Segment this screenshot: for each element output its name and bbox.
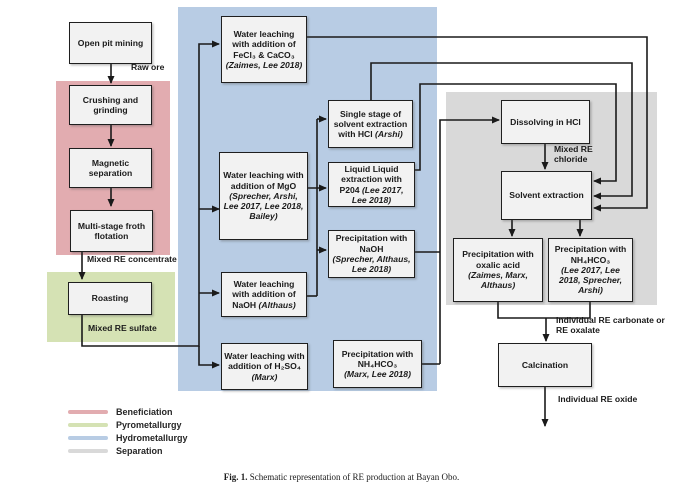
legend-swatch-hydrometallurgy (68, 435, 108, 440)
legend-swatch-beneficiation (68, 409, 108, 414)
node-label: Water leaching with addition of MgO (223, 170, 304, 191)
legend-swatch-pyrometallurgy (68, 422, 108, 427)
node-label: Magnetic separation (88, 157, 133, 178)
node-liquid-liquid-extraction: Liquid Liquid extraction with P204 (Lee … (328, 162, 415, 207)
line-precip-join-bracket (497, 302, 591, 319)
node-label: Liquid Liquid extraction with P204 (339, 163, 402, 195)
arrow-fecl3-to-solvent (307, 36, 648, 212)
node-label: Precipitation with NaOH (335, 233, 408, 254)
arrow-liquidliquid-to-solvent (415, 83, 617, 185)
legend: Beneficiation Pyrometallurgy Hydrometall… (68, 405, 188, 457)
figure-caption: Fig. 1. Schematic representation of RE p… (0, 472, 683, 482)
node-citation: (Marx) (251, 371, 278, 382)
node-label: Solvent extraction (509, 190, 584, 201)
node-precipitation-nh4hco3-marx: Precipitation with NH₄HCO₃ (Marx, Lee 20… (333, 340, 422, 388)
node-froth-flotation: Multi-stage froth flotation (70, 210, 153, 252)
node-water-leaching-mgo: Water leaching with addition of MgO (Spr… (219, 152, 308, 240)
edge-label-mixed-re-chloride: Mixed RE chloride (554, 144, 593, 164)
node-precipitation-oxalic: Precipitation with oxalic acid (Zaimes, … (453, 238, 543, 302)
node-label: Water leaching with addition of H₂SO₄ (224, 351, 305, 372)
node-label: Single stage of solvent extraction with … (333, 108, 408, 140)
node-citation: (Sprecher, Althaus, Lee 2018) (332, 254, 411, 275)
node-water-leaching-fecl3: Water leaching with addition of FeCl₃ & … (221, 16, 307, 83)
node-citation: (Lee 2017, Lee 2018) (351, 184, 404, 205)
node-citation: (Zaimes, Lee 2018) (225, 59, 303, 70)
edge-label-individual-re-oxide: Individual RE oxide (558, 394, 638, 404)
node-magnetic-separation: Magnetic separation (69, 148, 152, 188)
legend-item-pyrometallurgy: Pyrometallurgy (68, 418, 188, 431)
node-label: Calcination (521, 359, 569, 370)
figure-caption-text: Schematic representation of RE productio… (247, 472, 460, 482)
node-dissolving-hcl: Dissolving in HCl (501, 100, 590, 144)
node-label: Crushing and grinding (82, 94, 139, 115)
node-label: Water leaching with addition of FeCl₃ & … (232, 28, 296, 60)
edge-label-mixed-re-concentrate: Mixed RE concentrate (87, 254, 177, 264)
node-citation: (Althaus) (258, 299, 296, 310)
node-citation: (Arshi) (375, 129, 403, 140)
node-roasting: Roasting (68, 282, 152, 315)
legend-label: Pyrometallurgy (116, 419, 182, 430)
node-label: Dissolving in HCl (510, 116, 581, 127)
edge-label-mixed-re-sulfate: Mixed RE sulfate (88, 323, 157, 333)
node-open-pit-mining: Open pit mining (69, 22, 152, 64)
node-citation: (Marx, Lee 2018) (344, 369, 411, 380)
arrow-trunk-to-dissolving (439, 116, 500, 364)
node-label: Open pit mining (77, 37, 144, 48)
legend-label: Hydrometallurgy (116, 432, 188, 443)
legend-item-beneficiation: Beneficiation (68, 405, 188, 418)
node-water-leaching-h2so4: Water leaching with addition of H₂SO₄ (M… (221, 343, 308, 390)
node-label: Precipitation with NH₄HCO₃ (554, 244, 627, 265)
node-label: Water leaching with addition of NaOH (232, 279, 296, 310)
edge-label-raw-ore: Raw ore (131, 62, 165, 72)
node-precipitation-nh4hco3: Precipitation with NH₄HCO₃ (Lee 2017, Le… (548, 238, 633, 302)
node-label: Precipitation with NH₄HCO₃ (341, 348, 414, 369)
legend-label: Beneficiation (116, 406, 173, 417)
node-label: Precipitation with oxalic acid (462, 249, 534, 270)
node-water-leaching-naoh: Water leaching with addition of NaOH (Al… (221, 272, 307, 317)
node-calcination: Calcination (498, 343, 592, 387)
node-precipitation-naoh: Precipitation with NaOH (Sprecher, Altha… (328, 230, 415, 278)
legend-swatch-separation (68, 448, 108, 453)
node-single-stage-extraction: Single stage of solvent extraction with … (328, 100, 413, 148)
arrow-singlestage-to-solvent (370, 62, 633, 200)
edge-label-individual-re-carbonate: Individual RE carbonate or RE oxalate (556, 315, 665, 335)
legend-item-separation: Separation (68, 444, 188, 457)
node-citation: (Sprecher, Arshi, Lee 2017, Lee 2018, Ba… (223, 190, 304, 222)
node-citation: (Zaimes, Marx, Althaus) (468, 270, 528, 291)
arrow-trunk-to-h2so4 (198, 346, 220, 369)
legend-label: Separation (116, 445, 163, 456)
node-label: Multi-stage froth flotation (77, 220, 146, 241)
figure-caption-number: Fig. 1. (223, 472, 248, 482)
node-label: Roasting (91, 293, 129, 304)
node-citation: (Lee 2017, Lee 2018, Sprecher, Arshi) (558, 264, 623, 296)
node-crushing-grinding: Crushing and grinding (69, 85, 152, 125)
legend-item-hydrometallurgy: Hydrometallurgy (68, 431, 188, 444)
node-solvent-extraction: Solvent extraction (501, 171, 592, 220)
